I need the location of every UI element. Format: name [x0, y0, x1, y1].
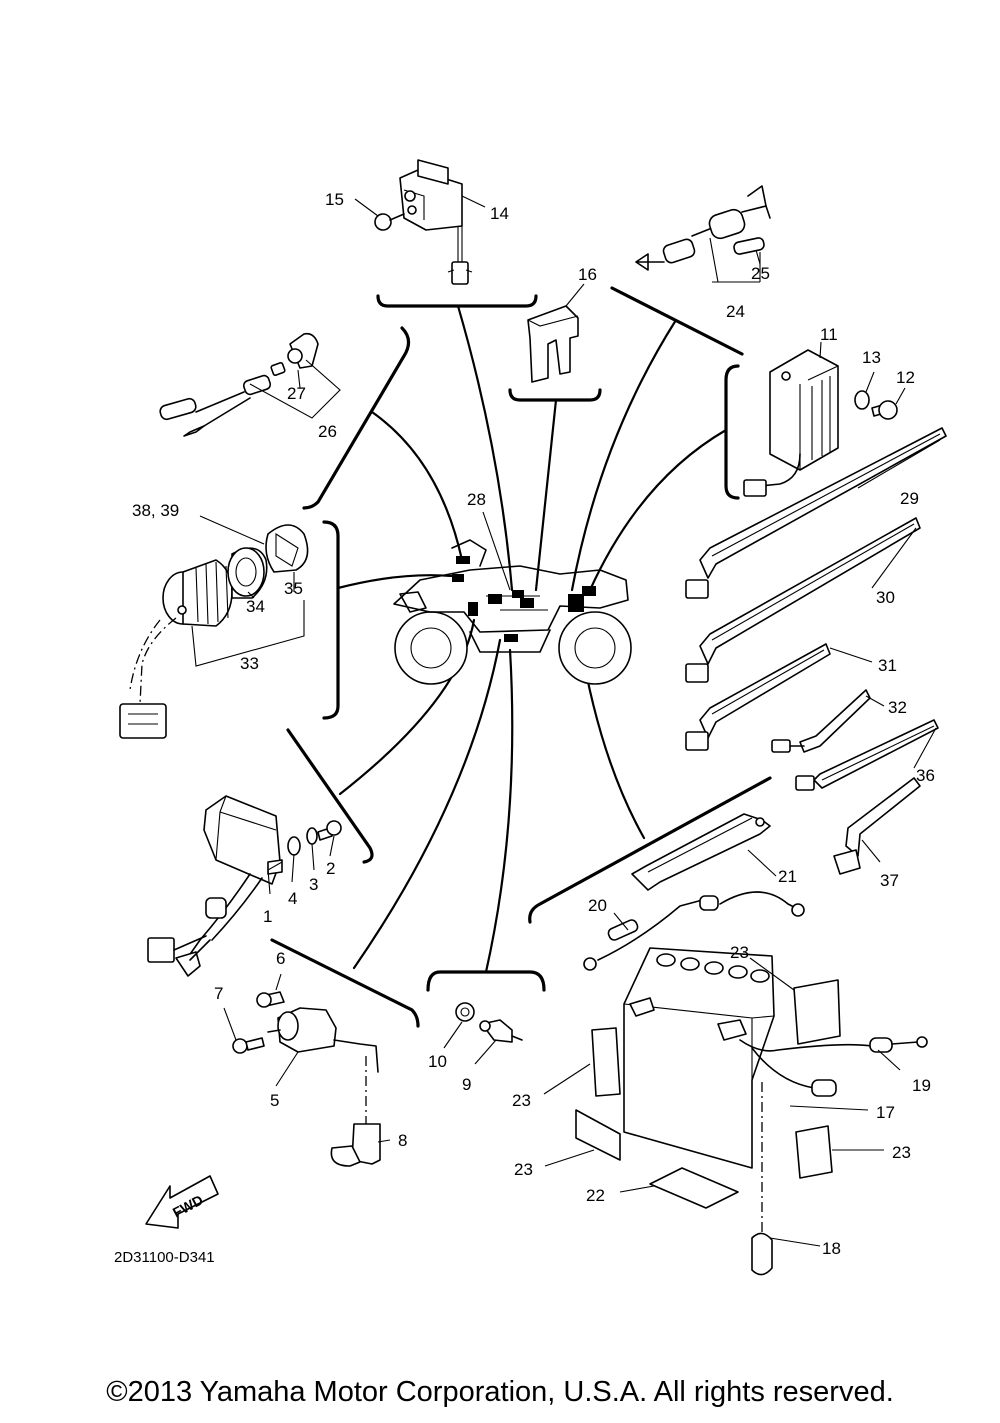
washer-4	[287, 836, 301, 856]
callout-5: 5	[270, 1091, 279, 1110]
wire-harness-29	[685, 427, 947, 599]
ignition-coil	[267, 1007, 381, 1167]
callout-8: 8	[398, 1131, 407, 1150]
callout-29: 29	[900, 489, 919, 508]
callout-28: 28	[467, 490, 486, 509]
callout-34: 34	[246, 597, 265, 616]
fuse-holder	[635, 185, 771, 283]
callout-9: 9	[462, 1075, 471, 1094]
callout-4: 4	[288, 889, 297, 908]
callout-32: 32	[888, 698, 907, 717]
callout-38-39: 38, 39	[132, 501, 179, 520]
callout-27: 27	[287, 384, 306, 403]
copyright-notice: ©2013 Yamaha Motor Corporation, U.S.A. A…	[106, 1376, 894, 1408]
callout-37: 37	[880, 871, 899, 890]
fwd-arrow: FWD	[145, 1175, 219, 1229]
callout-23-right: 23	[892, 1143, 911, 1162]
callout-12: 12	[896, 368, 915, 387]
callout-1: 1	[263, 907, 272, 926]
group-brackets	[270, 286, 772, 1028]
band-32	[771, 689, 871, 753]
main-switch	[119, 524, 309, 739]
callout-20: 20	[588, 896, 607, 915]
bolt-12	[871, 400, 898, 420]
negative-lead-20	[583, 891, 805, 971]
washer-3	[306, 827, 318, 845]
cdi-unit	[147, 795, 283, 977]
gasket-10	[455, 1002, 475, 1022]
wire-harness-30	[685, 517, 921, 683]
callout-13: 13	[862, 348, 881, 367]
callout-6: 6	[276, 949, 285, 968]
diagram-code: 2D31100-D341	[114, 1249, 215, 1266]
rectifier-regulator	[743, 349, 839, 497]
callout-26: 26	[318, 422, 337, 441]
callout-15: 15	[325, 190, 344, 209]
band-37	[833, 777, 921, 875]
callout-leaders	[191, 195, 941, 1247]
wire-harness-31	[685, 643, 831, 751]
battery-band-21	[631, 813, 771, 891]
starter-relay	[399, 159, 473, 285]
callout-18: 18	[822, 1239, 841, 1258]
callout-33: 33	[240, 654, 259, 673]
callout-23-top: 23	[730, 943, 749, 962]
relay-bolt	[374, 213, 405, 231]
callout-22: 22	[586, 1186, 605, 1205]
callout-30: 30	[876, 588, 895, 607]
callout-7: 7	[214, 984, 223, 1003]
callout-labels: 15 14 16 25 24 11 13 12 27 26 28 38, 39 …	[132, 190, 935, 1258]
switch-9	[479, 1019, 523, 1043]
pads-23-22	[575, 979, 841, 1209]
callout-31: 31	[878, 656, 897, 675]
callout-19: 19	[912, 1076, 931, 1095]
callout-17: 17	[876, 1103, 895, 1122]
callout-24: 24	[726, 302, 745, 321]
atv-illustration	[393, 539, 632, 685]
callout-21: 21	[778, 867, 797, 886]
callout-10: 10	[428, 1052, 447, 1071]
callout-2: 2	[326, 859, 335, 878]
screw-7	[232, 1037, 265, 1054]
bolt-2	[317, 820, 342, 841]
callout-23-left: 23	[512, 1091, 531, 1110]
callout-11: 11	[820, 325, 838, 344]
callout-36: 36	[916, 766, 935, 785]
band-36	[795, 719, 939, 791]
screw-6	[256, 991, 285, 1008]
callout-3: 3	[309, 875, 318, 894]
washer-13	[854, 390, 870, 410]
lead-wire	[159, 332, 319, 437]
callout-35: 35	[284, 579, 303, 598]
battery	[623, 947, 928, 1276]
callout-23-bottom: 23	[514, 1160, 533, 1179]
callout-14: 14	[490, 204, 509, 223]
callout-25: 25	[751, 264, 770, 283]
callout-16: 16	[578, 265, 597, 284]
coupler-cover	[527, 305, 579, 383]
